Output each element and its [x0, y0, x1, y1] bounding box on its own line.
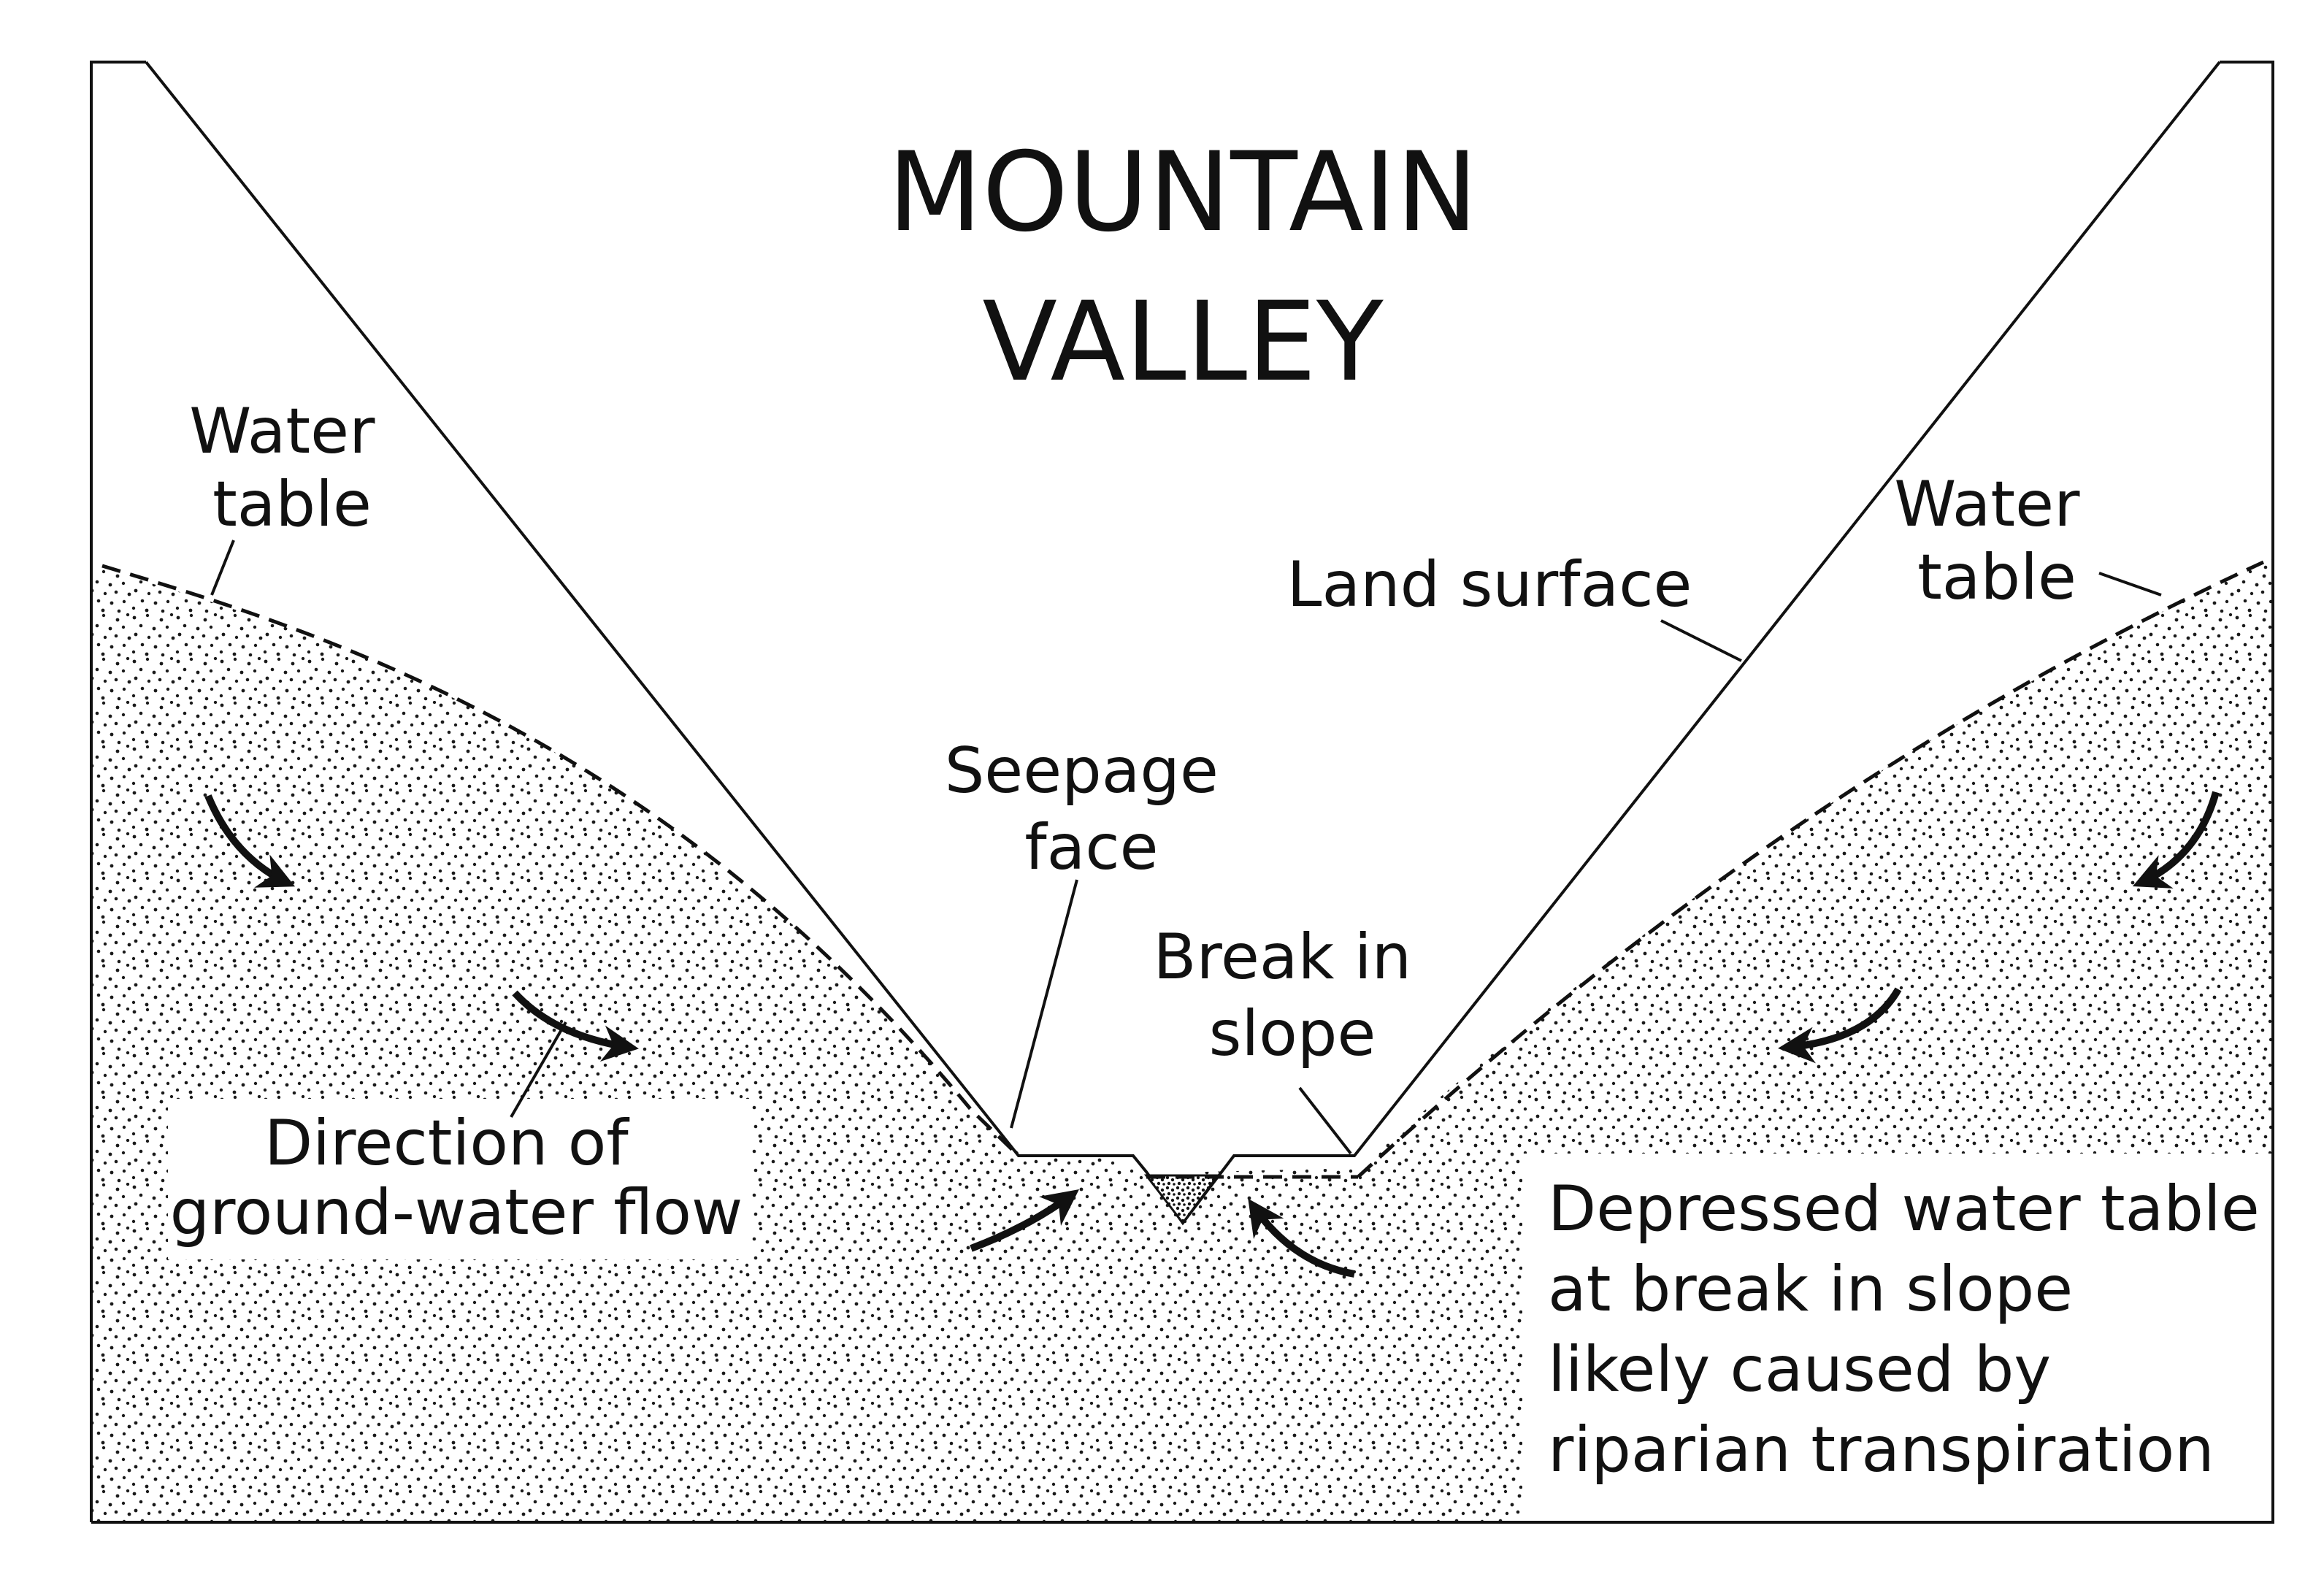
label-break-in-slope-line-2: slope [1209, 997, 1376, 1070]
label-depressed-line-3: likely caused by [1548, 1333, 2051, 1406]
label-water-table-right-line-1: Water [1894, 468, 2080, 541]
title-line-1: MOUNTAIN [888, 129, 1479, 256]
flow-arrow-4 [1248, 1198, 1355, 1278]
label-depressed-line-4: riparian transpiration [1548, 1413, 2214, 1486]
flow-arrow-6 [1778, 987, 1902, 1064]
leader-direction-of-flow [510, 1021, 567, 1118]
leader-land-surface [1660, 619, 1742, 662]
label-direction-of-flow: Direction of ground-water flow [170, 1107, 743, 1249]
leader-break-in-slope [1298, 1086, 1352, 1155]
label-water-table-left-line-1: Water [189, 395, 375, 468]
leader-seepage-face [1010, 879, 1078, 1129]
label-break-in-slope-line-1: Break in [1154, 921, 1412, 994]
water-table-right [1357, 560, 2265, 1178]
leader-water-table-right [2098, 572, 2162, 596]
flow-arrow-2 [512, 990, 639, 1062]
label-water-table-left: Water table [189, 395, 395, 541]
label-depressed-line-1: Depressed water table [1548, 1173, 2260, 1246]
label-break-in-slope: Break in slope [1154, 921, 1432, 1070]
label-direction-of-flow-line-1: Direction of [264, 1107, 629, 1180]
label-direction-of-flow-line-2: ground-water flow [170, 1176, 743, 1249]
flow-arrow-1 [204, 794, 296, 888]
frame [90, 61, 2274, 1524]
water-table-left [101, 564, 1020, 1157]
flow-arrow-5 [2132, 791, 2220, 889]
label-seepage-face-line-2: face [1024, 811, 1158, 884]
label-depressed-line-2: at break in slope [1548, 1253, 2073, 1326]
label-bg-direction [168, 1099, 752, 1259]
label-depressed-water-table: Depressed water table at break in slope … [1548, 1173, 2279, 1486]
label-seepage-face: Seepage face [945, 734, 1239, 884]
leader-water-table-left [210, 540, 235, 596]
label-water-table-left-line-2: table [212, 468, 372, 541]
label-seepage-face-line-1: Seepage [945, 734, 1219, 807]
flow-arrow-3 [970, 1189, 1080, 1252]
label-water-table-right: Water table [1894, 468, 2100, 614]
label-land-surface: Land surface [1287, 548, 1692, 621]
label-water-table-right-line-2: table [1917, 541, 2076, 614]
title-line-2: VALLEY [982, 279, 1384, 406]
label-bg-depressed [1522, 1154, 2273, 1522]
